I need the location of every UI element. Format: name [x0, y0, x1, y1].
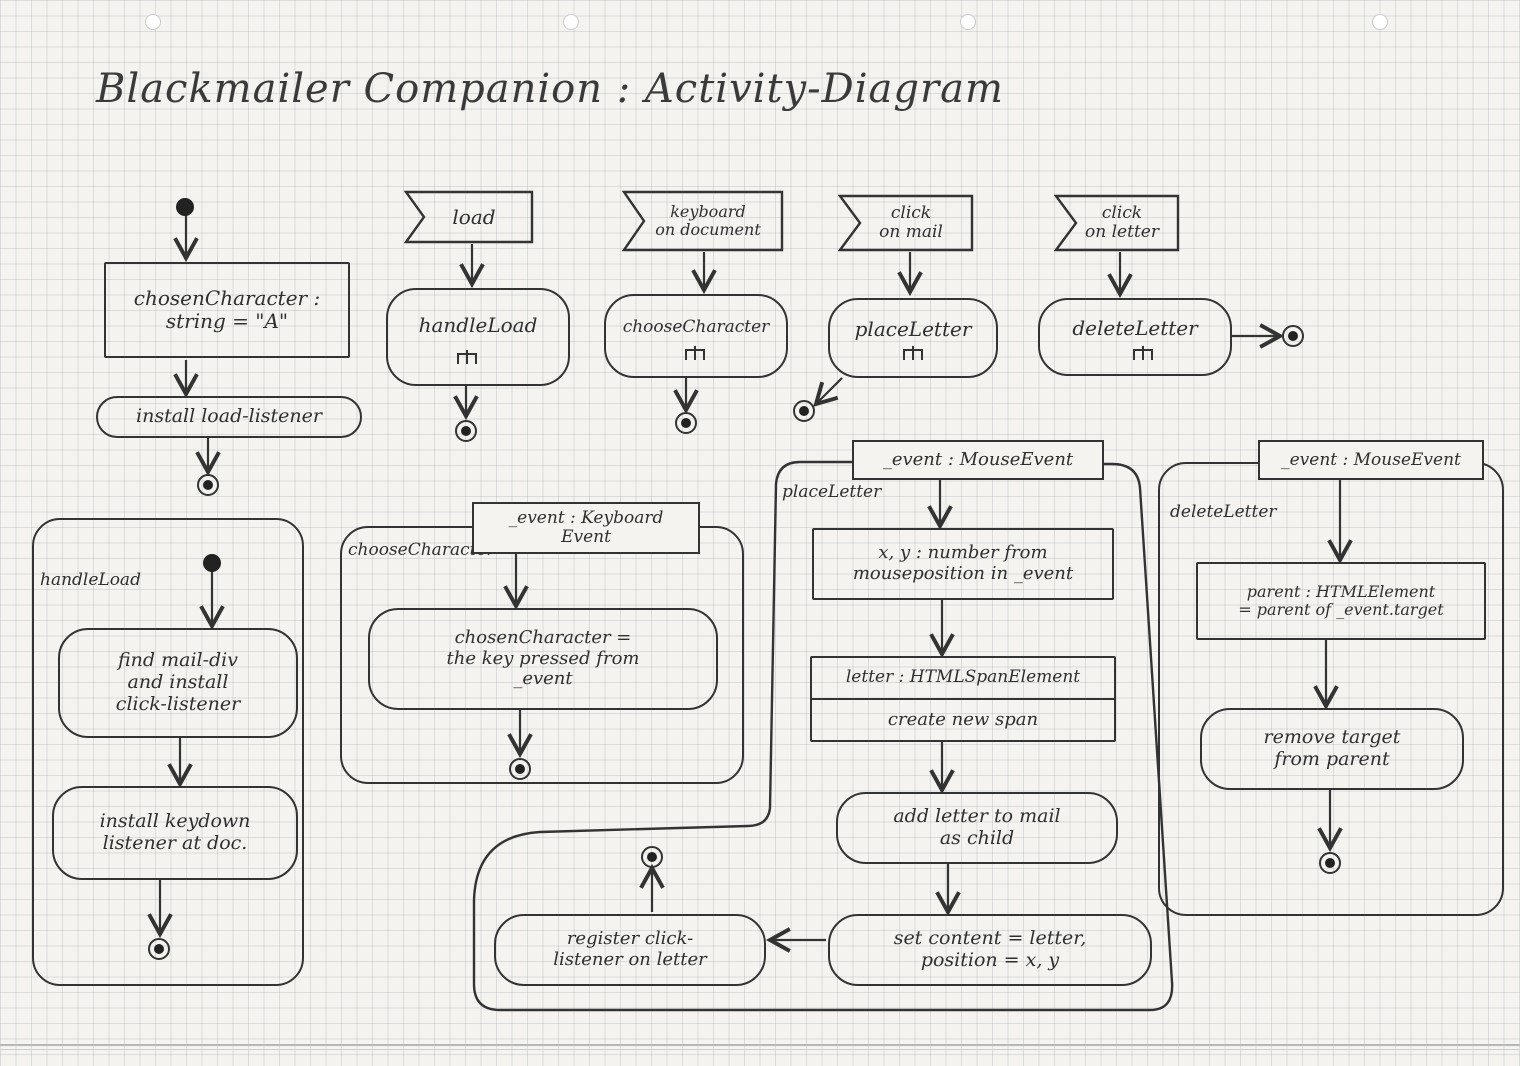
place-letter-container — [472, 460, 1174, 1012]
final-node — [793, 400, 815, 422]
register-click-listener-node: register click- listener on letter — [494, 914, 766, 986]
final-node — [455, 420, 477, 442]
signal-click-on-letter: click on letter — [1054, 194, 1180, 252]
rake-icon — [1133, 346, 1153, 360]
signal-load-label: load — [452, 205, 496, 229]
add-letter-to-mail-node: add letter to mail as child — [836, 792, 1118, 864]
signal-click-on-mail: click on mail — [838, 194, 974, 252]
rake-icon — [685, 346, 705, 360]
keyboard-event-input-pin: _event : Keyboard Event — [472, 502, 700, 554]
mouse-event-input-pin: _event : MouseEvent — [1258, 440, 1484, 480]
initial-node — [203, 554, 221, 572]
punch-hole — [1372, 14, 1388, 30]
find-mail-div-node: find mail-div and install click-listener — [58, 628, 298, 738]
chosen-character-variable-node: chosenCharacter : string = "A" — [104, 262, 350, 358]
arrow-place-end — [813, 377, 843, 407]
final-node — [197, 474, 219, 496]
final-node — [1319, 852, 1341, 874]
create-letter-expression: create new span — [887, 708, 1039, 730]
diagram-title: Blackmailer Companion : Activity-Diagram — [96, 66, 1004, 112]
mouse-event-input-pin: _event : MouseEvent — [852, 440, 1104, 480]
choose-character-activity-label: chooseCharacter — [348, 540, 495, 560]
choose-character-action: chooseCharacter — [604, 294, 788, 378]
paper-edge-line — [0, 1049, 1520, 1050]
create-letter-declaration: letter : HTMLSpanElement — [812, 658, 1114, 700]
create-letter-node: letter : HTMLSpanElement create new span — [810, 656, 1116, 742]
handle-load-action: handleLoad — [386, 288, 570, 386]
delete-letter-action: deleteLetter — [1038, 298, 1232, 376]
signal-keyboard-on-document: keyboard on document — [622, 190, 784, 252]
get-mouse-position-node: x, y : number from mouseposition in _eve… — [812, 528, 1114, 600]
handle-load-activity — [32, 518, 304, 986]
punch-hole — [563, 14, 579, 30]
install-keydown-node: install keydown listener at doc. — [52, 786, 298, 880]
final-node — [1282, 325, 1304, 347]
paper-edge-line — [0, 1044, 1520, 1046]
rake-icon — [457, 350, 477, 364]
signal-load: load — [404, 190, 534, 244]
delete-letter-activity-label: deleteLetter — [1170, 502, 1277, 522]
get-parent-node: parent : HTMLElement = parent of _event.… — [1196, 562, 1486, 640]
final-node — [641, 846, 663, 868]
punch-hole — [145, 14, 161, 30]
place-letter-action: placeLetter — [828, 298, 998, 378]
initial-node — [176, 198, 194, 216]
delete-letter-activity — [1158, 462, 1504, 916]
final-node — [675, 412, 697, 434]
install-load-listener-node: install load-listener — [96, 396, 362, 438]
signal-click-mail-label: click on mail — [879, 203, 943, 242]
final-node — [148, 938, 170, 960]
signal-keyboard-label: keyboard on document — [655, 202, 761, 239]
remove-target-node: remove target from parent — [1200, 708, 1464, 790]
set-chosen-character-node: chosenCharacter = the key pressed from _… — [368, 608, 718, 710]
punch-hole — [960, 14, 976, 30]
signal-click-letter-label: click on letter — [1085, 203, 1159, 242]
rake-icon — [903, 346, 923, 360]
final-node — [509, 758, 531, 780]
handle-load-activity-label: handleLoad — [40, 570, 141, 590]
set-content-position-node: set content = letter, position = x, y — [828, 914, 1152, 986]
place-letter-activity-label: placeLetter — [782, 482, 882, 502]
